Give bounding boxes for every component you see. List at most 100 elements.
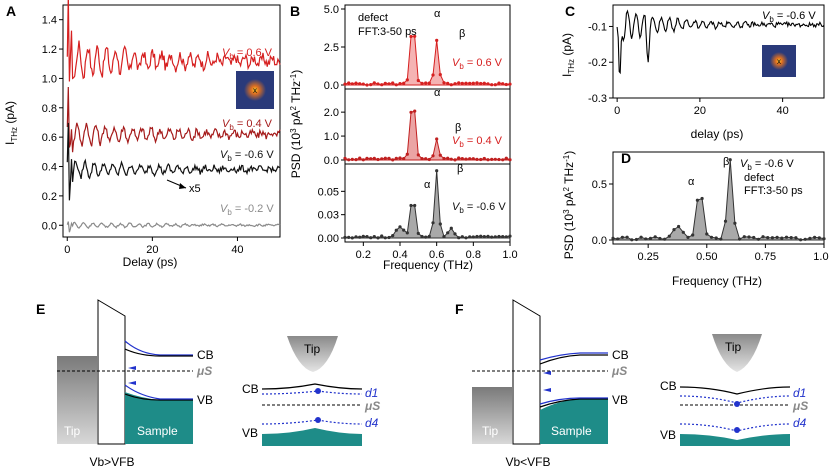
cb2-label-f: CB: [660, 379, 677, 393]
panel-b-point-1-44: [504, 156, 508, 160]
panel-c-ylabel: ITHz (pA): [560, 33, 576, 77]
panel-b-point-1-30: [453, 158, 457, 162]
panel-b-y2-ticklabel: 0.05: [318, 186, 339, 198]
panel-letter-a: A: [6, 3, 16, 19]
panel-b-point-2-24: [431, 221, 435, 225]
panel-b-point-2-7: [369, 236, 373, 240]
panel-d-x-ticklabel: 0.75: [755, 251, 776, 263]
panel-b-y2-ticklabel: 0.03: [318, 210, 339, 222]
panel-b-beta-2: β: [455, 122, 461, 134]
panel-d-point-21: [709, 235, 714, 239]
panel-d-point-5: [634, 237, 639, 242]
panel-a-x-ticklabel: 20: [146, 244, 158, 256]
panel-b-point-0-23: [427, 81, 431, 85]
cb2-label: CB: [242, 382, 259, 396]
panel-b-point-2-44: [504, 235, 508, 239]
panel-b-point-2-36: [475, 234, 479, 239]
tip-label-f: Tip: [482, 424, 499, 438]
panel-b-point-2-2: [350, 236, 354, 240]
d4-label-f: d4: [793, 416, 807, 430]
svg-text:x: x: [777, 57, 781, 66]
vb-label: VB: [197, 393, 213, 407]
panel-b-point-1-4: [358, 156, 362, 160]
panel-d-point-11: [663, 237, 667, 241]
panel-b-point-0-25: [435, 38, 439, 43]
panel-d-point-33: [766, 236, 770, 240]
panel-b-point-2-13: [391, 234, 395, 238]
panel-c-x-ticklabel: 20: [694, 105, 706, 117]
panel-b-point-0-9: [376, 82, 380, 86]
panel-b-point-0-18: [409, 34, 413, 39]
panel-b-x-ticklabel: 0.2: [356, 249, 371, 261]
panel-b-point-0-30: [453, 82, 457, 86]
panel-b-point-2-33: [464, 236, 468, 240]
panel-b-note-1: defect: [358, 12, 388, 24]
panel-d-point-19: [700, 196, 704, 201]
panel-b-point-1-15: [398, 156, 402, 160]
panel-b-point-1-38: [482, 156, 486, 161]
panel-letter-f: F: [455, 301, 464, 317]
stm-image-inset-icon-c: x: [762, 45, 796, 77]
panel-d-point-42: [808, 236, 812, 240]
panel-b-point-2-40: [490, 235, 494, 239]
vacuum-barrier-f: [512, 299, 541, 445]
panel-d-point-14: [677, 224, 681, 229]
panel-d-point-16: [686, 235, 690, 239]
panel-b-point-1-43: [501, 158, 505, 162]
panel-c-x-ticklabel: 0: [614, 105, 620, 117]
d4-label: d4: [365, 416, 379, 430]
panel-b-point-1-37: [479, 157, 483, 162]
panel-a-label-neg06: Vb = -0.6 V: [220, 149, 274, 163]
panel-b-point-0-26: [438, 73, 442, 77]
tip-block-f: [472, 387, 512, 444]
arrow-2: [128, 381, 136, 385]
panel-d-trace: [611, 158, 826, 242]
panel-a-trace-0: [66, 0, 281, 82]
panel-b-point-1-13: [391, 158, 395, 162]
svg-text:x: x: [253, 86, 257, 95]
condition-f: Vb<VFB: [505, 455, 550, 469]
panel-c-line: [616, 9, 825, 75]
panel-b-point-1-23: [427, 157, 431, 162]
panel-b-point-2-0: [343, 235, 347, 239]
panel-b-point-0-24: [431, 73, 435, 77]
d1-dot-f: [734, 401, 740, 407]
panel-d-point-44: [817, 236, 821, 240]
panel-a-trace-3: [66, 221, 281, 233]
panel-b-point-2-38: [482, 235, 486, 239]
vb2-label-f: VB: [660, 428, 676, 442]
panel-b-point-0-10: [380, 83, 384, 87]
vb-band: [124, 393, 193, 401]
panel-c-xlabel: delay (ps): [691, 127, 744, 141]
vb-bend-blue-f: [539, 397, 608, 405]
panel-f: F Tip Sample CB VB μS Tip CB VB d1 μS d4…: [455, 299, 808, 469]
panel-a-x5-arrowhead: [179, 183, 186, 189]
panel-b-point-1-20: [416, 153, 420, 157]
panel-letter-d: D: [621, 150, 631, 166]
panel-b-point-0-40: [490, 83, 494, 87]
panel-e: E Tip Sample CB VB μS Tip CB VB d1 μS d4: [36, 299, 380, 469]
vb2-band-f: [680, 434, 790, 446]
panel-a-x-ticklabel: 0: [64, 244, 70, 256]
panel-d-point-3: [625, 235, 629, 239]
panel-b-point-1-6: [365, 156, 369, 160]
panel-c-y-ticklabel: -0.3: [588, 93, 607, 105]
cb-label-f: CB: [612, 348, 629, 362]
panel-b-point-1-9: [376, 157, 380, 162]
panel-d-area: [612, 159, 825, 241]
arrow-f-2: [543, 388, 551, 392]
panel-b-point-1-22: [424, 157, 428, 161]
panel-b-y1-ticklabel: 1.0: [324, 131, 339, 143]
panel-b-point-0-35: [471, 81, 475, 85]
panel-d-point-7: [644, 237, 648, 241]
panel-b-point-0-8: [372, 81, 376, 85]
vb2-band: [262, 428, 362, 446]
panel-b-alpha-2: α: [434, 87, 441, 99]
panel-b-point-0-16: [402, 81, 406, 85]
panel-b-point-2-5: [361, 234, 365, 238]
panel-c-label: Vb = -0.6 V: [762, 10, 816, 24]
panel-d-x-ticklabel: 0.50: [696, 251, 717, 263]
